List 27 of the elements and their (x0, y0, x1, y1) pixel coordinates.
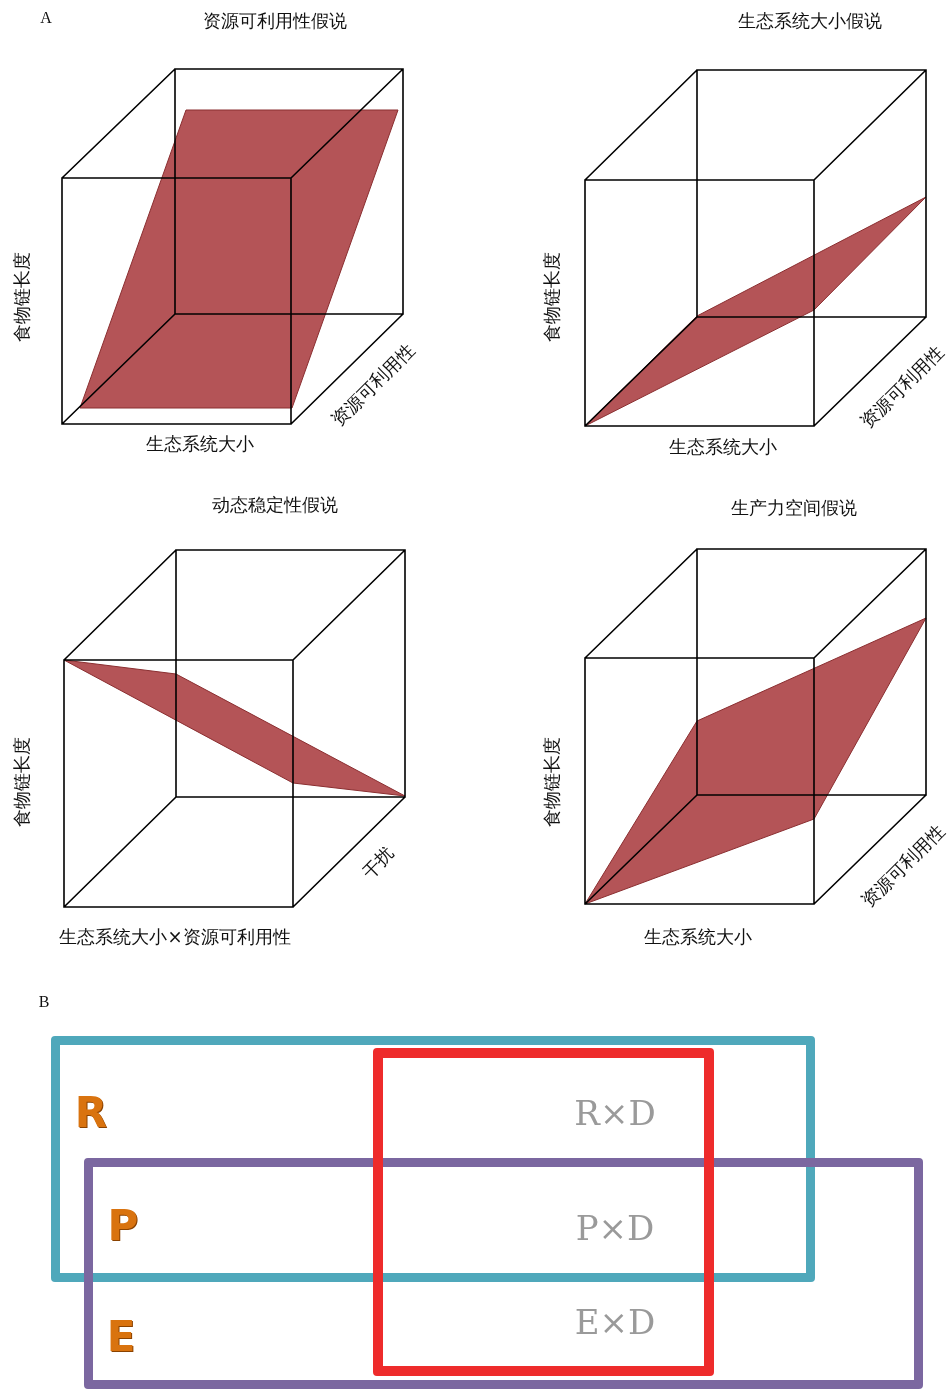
axis-label: 食物链长度 (543, 737, 561, 827)
faded-label: E×D (574, 1305, 656, 1339)
axis-label: 生态系统大小 (146, 435, 254, 453)
axis-label: 生态系统大小×资源可利用性 (59, 928, 291, 946)
faded-label: P×D (575, 1211, 655, 1245)
axis-label: 生态系统大小 (644, 928, 752, 946)
panel-letter: R (74, 1092, 108, 1134)
axis-label: 资源可利用性 (328, 340, 418, 430)
axis-label: 食物链长度 (13, 252, 31, 342)
panel-letter: P (107, 1205, 139, 1247)
frame-box (51, 1036, 815, 1282)
axis-label: 资源可利用性 (857, 342, 947, 432)
faded-label: R×D (574, 1096, 656, 1130)
frame-box (84, 1158, 923, 1389)
axis-label: 食物链长度 (543, 252, 561, 342)
panel-letter: E (106, 1316, 136, 1358)
frame-box (373, 1048, 714, 1376)
axis-label: 生态系统大小假说 (738, 12, 882, 30)
axis-label: 资源可利用性假说 (203, 12, 347, 30)
panel-mark: B (38, 994, 50, 1010)
axis-label: 干扰 (358, 843, 398, 883)
axis-label: 动态稳定性假说 (212, 496, 338, 514)
panel-mark: A (40, 10, 52, 26)
axis-label: 生态系统大小 (669, 438, 777, 456)
axis-label: 资源可利用性 (858, 821, 948, 911)
axis-label: 食物链长度 (13, 737, 31, 827)
axis-label: 生产力空间假说 (731, 499, 857, 517)
